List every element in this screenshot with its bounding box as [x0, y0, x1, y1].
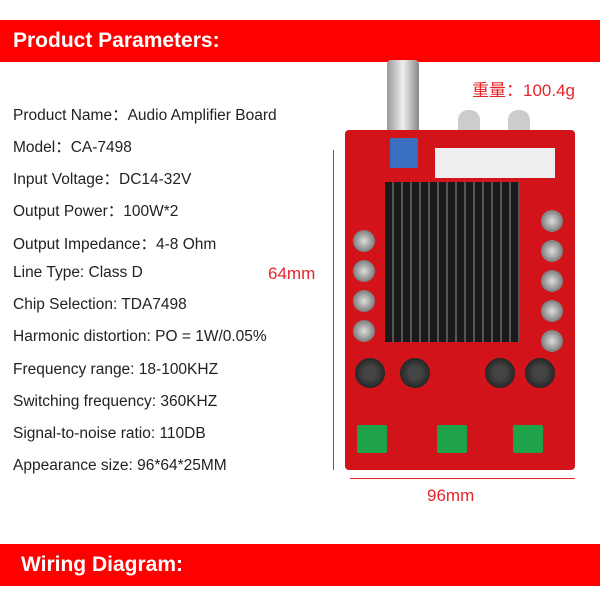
spec-item: Output Impedance：4-8 Ohm: [13, 236, 217, 253]
spec-item: Signal-to-noise ratio: 110DB: [13, 425, 206, 442]
amplifier-board-image: [345, 130, 575, 470]
volume-knob: [387, 60, 419, 135]
spec-item: Product Name：Audio Amplifier Board: [13, 107, 277, 124]
height-dimension-label: 64mm: [268, 264, 316, 283]
width-dimension-label: 96mm: [427, 486, 475, 505]
weight-label: 重量：100.4g: [472, 81, 575, 100]
spec-item: Output Power：100W*2: [13, 203, 179, 220]
power-terminal: [437, 425, 467, 453]
spec-item: Harmonic distortion: PO = 1W/0.05%: [13, 328, 267, 345]
height-dimension-line: [333, 150, 334, 470]
spec-item: Model：CA-7498: [13, 139, 132, 156]
product-parameters-banner: Product Parameters:: [0, 20, 600, 62]
spec-item: Input Voltage：DC14-32V: [13, 171, 192, 188]
width-dimension-line: [350, 478, 575, 479]
spec-item: Chip Selection: TDA7498: [13, 296, 187, 313]
wiring-diagram-banner: Wiring Diagram:: [0, 544, 600, 586]
left-speaker-terminal: [357, 425, 387, 453]
spec-item: Switching frequency: 360KHZ: [13, 393, 218, 410]
heatsink: [385, 182, 520, 342]
rca-block: [435, 148, 555, 178]
right-speaker-terminal: [513, 425, 543, 453]
spec-item: Appearance size: 96*64*25MM: [13, 457, 227, 474]
spec-item: Line Type: Class D: [13, 264, 143, 281]
potentiometer: [390, 138, 418, 168]
spec-item: Frequency range: 18-100KHZ: [13, 361, 219, 378]
